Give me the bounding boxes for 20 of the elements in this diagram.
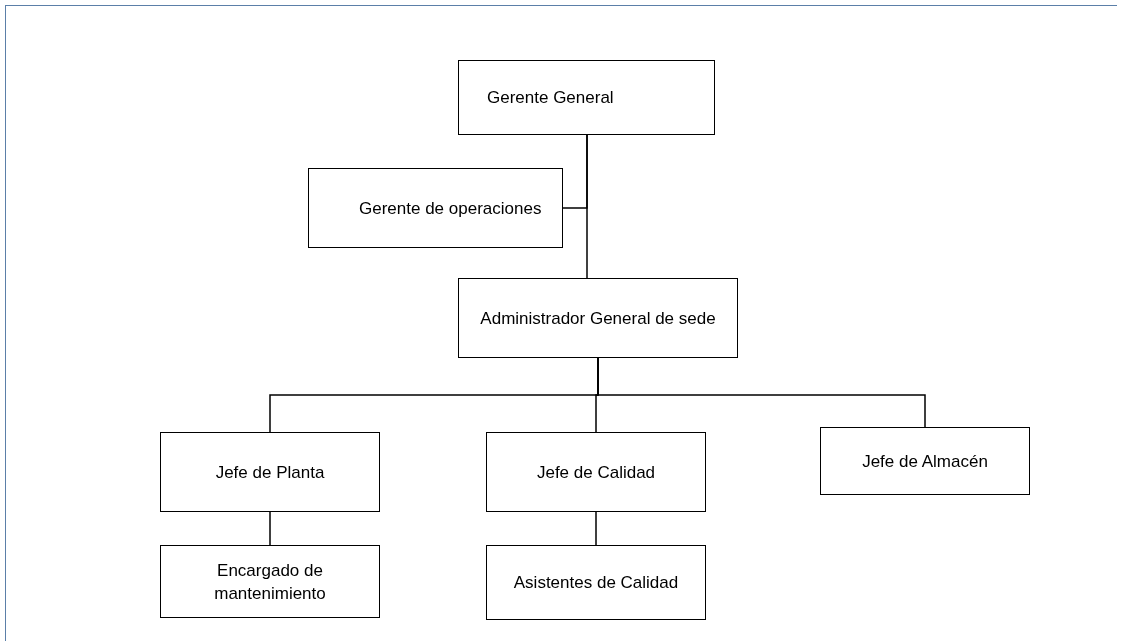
connector-line [595,511,597,546]
role-label: Encargado de mantenimiento [213,559,327,605]
connector-line [269,511,271,546]
org-box [486,545,706,620]
role-label: Asistentes de Calidad [513,572,679,594]
org-box [458,278,738,358]
role-label: Gerente de operaciones [359,197,542,220]
org-box [486,432,706,512]
connector-line [597,357,926,428]
role-label: Gerente General [487,87,614,109]
org-box [458,60,715,135]
org-box [820,427,1030,495]
role-label: Administrador General de sede [480,307,716,330]
org-box [308,168,563,248]
role-label: Jefe de Calidad [536,461,656,484]
connector-line [586,134,588,279]
org-box [160,432,380,512]
role-label: Jefe de Almacén [862,450,988,473]
role-label: Jefe de Planta [215,461,325,484]
org-box [160,545,380,618]
